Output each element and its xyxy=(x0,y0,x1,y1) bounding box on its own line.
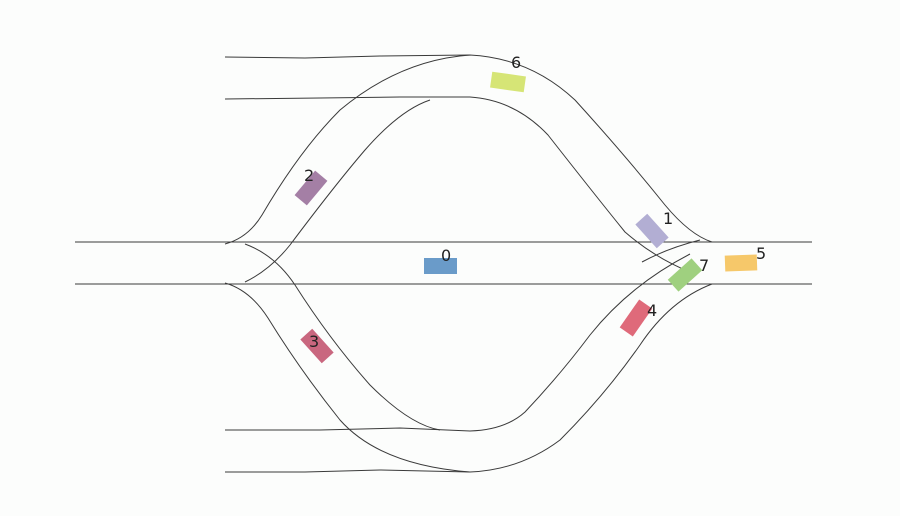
vehicle-0[interactable]: 0 xyxy=(424,246,457,274)
vehicle-4[interactable]: 4 xyxy=(619,299,657,337)
upper-road-outer-edge xyxy=(224,54,713,243)
vehicle-2-label: 2 xyxy=(304,166,314,185)
road-network xyxy=(75,54,812,473)
vehicle-7-body xyxy=(667,258,703,292)
vehicle-7[interactable]: 7 xyxy=(667,256,709,292)
upper-road-inner-edge xyxy=(224,96,691,273)
lower-road-inner-edge xyxy=(225,253,691,432)
vehicle-2-body xyxy=(294,170,328,206)
vehicle-1[interactable]: 1 xyxy=(635,209,673,249)
lower-ramp-outer-edge xyxy=(224,282,471,473)
vehicle-5[interactable]: 5 xyxy=(724,244,766,272)
vehicle-2[interactable]: 2 xyxy=(294,166,328,206)
vehicle-6[interactable]: 6 xyxy=(490,53,526,93)
vehicle-5-body xyxy=(724,254,758,272)
vehicle-1-body xyxy=(635,213,669,249)
vehicle-5-label: 5 xyxy=(756,244,766,263)
vehicles: 0 1 2 3 4 5 6 7 xyxy=(294,53,766,364)
vehicle-6-label: 6 xyxy=(511,53,521,72)
vehicle-6-body xyxy=(490,71,526,93)
upper-ramp-inner-edge xyxy=(244,99,431,283)
upper-merge-curve xyxy=(641,239,701,263)
vehicle-4-body xyxy=(619,299,653,337)
vehicle-1-label: 1 xyxy=(663,209,673,228)
vehicle-3-label: 3 xyxy=(309,332,319,351)
vehicle-3[interactable]: 3 xyxy=(300,328,334,364)
lower-road-outer-edge xyxy=(225,283,713,473)
vehicle-0-label: 0 xyxy=(441,246,451,265)
lower-ramp-inner-edge xyxy=(244,243,441,431)
vehicle-7-label: 7 xyxy=(699,256,709,275)
vehicle-0-body xyxy=(424,258,457,274)
vehicle-3-body xyxy=(300,328,334,364)
upper-ramp-outer-edge xyxy=(224,54,471,245)
vehicle-4-label: 4 xyxy=(647,301,657,320)
